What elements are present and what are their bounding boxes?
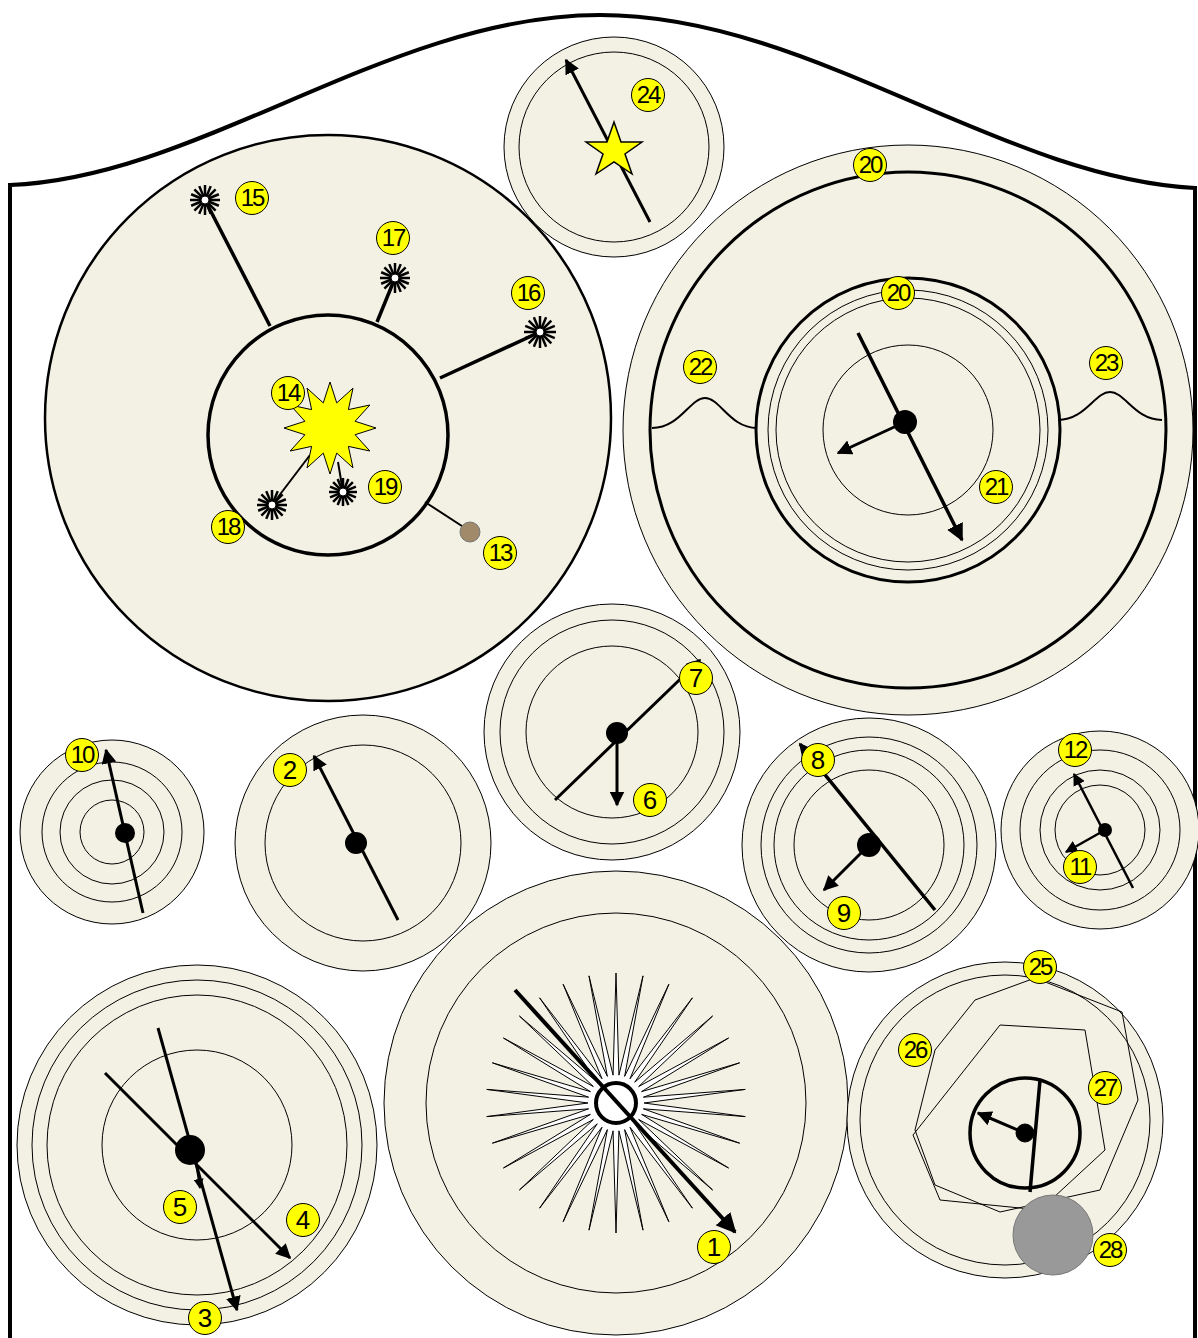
callout-number: 1 (697, 1230, 731, 1264)
callout-text: 18 (217, 515, 240, 539)
callout-number: 2 (273, 753, 307, 787)
callout-number: 9 (827, 896, 861, 930)
callout-text: 8 (811, 747, 825, 773)
callout-text: 19 (374, 475, 397, 499)
planet-symbol (190, 185, 220, 215)
callout-number: 5 (163, 1190, 197, 1224)
callout-number: 25 (1023, 950, 1057, 984)
callout-text: 1 (707, 1234, 721, 1260)
callout-number: 10 (65, 738, 99, 772)
callout-text: 27 (1094, 1076, 1117, 1100)
callout-text: 23 (1095, 351, 1118, 375)
callout-text: 2 (283, 757, 297, 783)
callout-number: 16 (511, 276, 545, 310)
callout-text: 26 (904, 1038, 927, 1062)
planet-symbol (257, 490, 287, 520)
callout-text: 16 (517, 281, 540, 305)
callout-number: 18 (211, 510, 245, 544)
callout-text: 20 (859, 153, 882, 177)
callout-number: 4 (286, 1203, 320, 1237)
callout-number: 20 (881, 276, 915, 310)
callout-number: 28 (1093, 1233, 1127, 1267)
callout-number: 20 (853, 148, 887, 182)
planet-symbol (524, 316, 556, 348)
callout-text: 20 (887, 281, 910, 305)
callout-number: 19 (368, 470, 402, 504)
callout-number: 8 (801, 743, 835, 777)
callout-text: 6 (643, 787, 657, 813)
callout-number: 27 (1088, 1071, 1122, 1105)
callout-number: 23 (1089, 346, 1123, 380)
callout-text: 12 (1064, 738, 1087, 762)
planet-symbol (380, 263, 410, 293)
callout-text: 17 (382, 226, 405, 250)
callout-number: 22 (683, 350, 717, 384)
callout-text: 24 (637, 83, 660, 107)
callout-number: 3 (188, 1301, 222, 1335)
callout-number: 7 (679, 661, 713, 695)
callout-number: 11 (1063, 850, 1097, 884)
callout-number: 24 (631, 78, 665, 112)
callout-text: 25 (1029, 955, 1052, 979)
callout-text: 11 (1070, 855, 1091, 879)
callout-number: 12 (1058, 733, 1092, 767)
callout-number: 13 (483, 536, 517, 570)
callout-number: 15 (235, 181, 269, 215)
callout-number: 14 (271, 376, 305, 410)
callout-text: 3 (198, 1305, 212, 1331)
callout-text: 28 (1099, 1238, 1122, 1262)
callout-text: 10 (71, 743, 94, 767)
callout-number: 6 (633, 783, 667, 817)
callout-number: 21 (979, 470, 1013, 504)
callout-text: 4 (296, 1207, 310, 1233)
callout-text: 14 (277, 381, 300, 405)
callout-text: 9 (837, 900, 851, 926)
callout-text: 22 (689, 355, 712, 379)
callout-text: 7 (689, 665, 703, 691)
callout-text: 15 (241, 186, 264, 210)
callout-text: 21 (985, 475, 1008, 499)
callout-number: 17 (376, 221, 410, 255)
callout-text: 13 (489, 541, 512, 565)
callout-text: 5 (173, 1194, 187, 1220)
callout-number: 26 (898, 1033, 932, 1067)
planet-symbol (329, 478, 357, 506)
